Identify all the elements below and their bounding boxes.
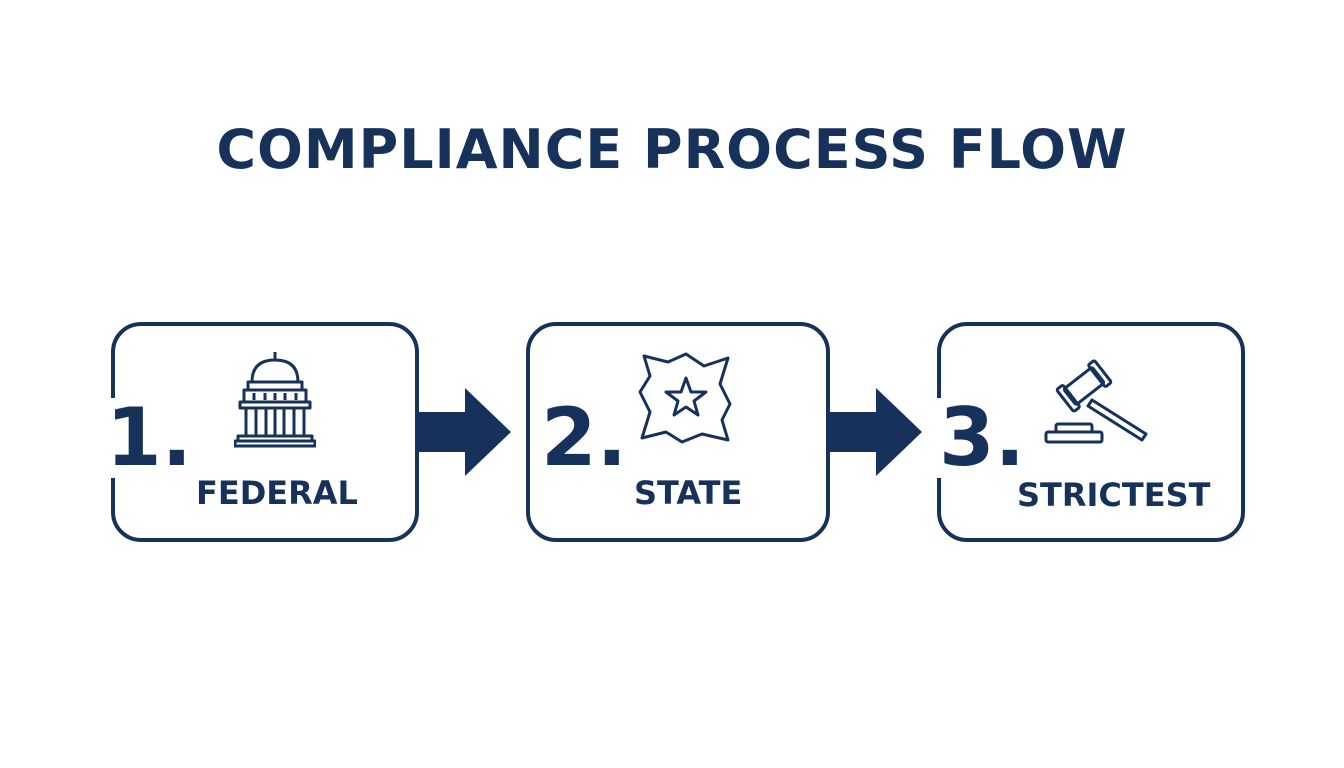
gavel-icon [1044, 359, 1148, 444]
state-map-star-icon [638, 352, 732, 444]
step-number-3: 3. [937, 391, 1028, 484]
page-title: COMPLIANCE PROCESS FLOW [216, 118, 1128, 181]
step-label-state: STATE [634, 474, 743, 512]
arrow-right-icon [419, 388, 511, 476]
step-number-2: 2. [539, 391, 630, 484]
step-label-federal: FEDERAL [196, 474, 358, 512]
arrow-right-icon [830, 388, 922, 476]
step-label-strictest: STRICTEST [1017, 476, 1211, 514]
capitol-building-icon [234, 352, 316, 448]
step-number-1: 1. [104, 391, 195, 484]
